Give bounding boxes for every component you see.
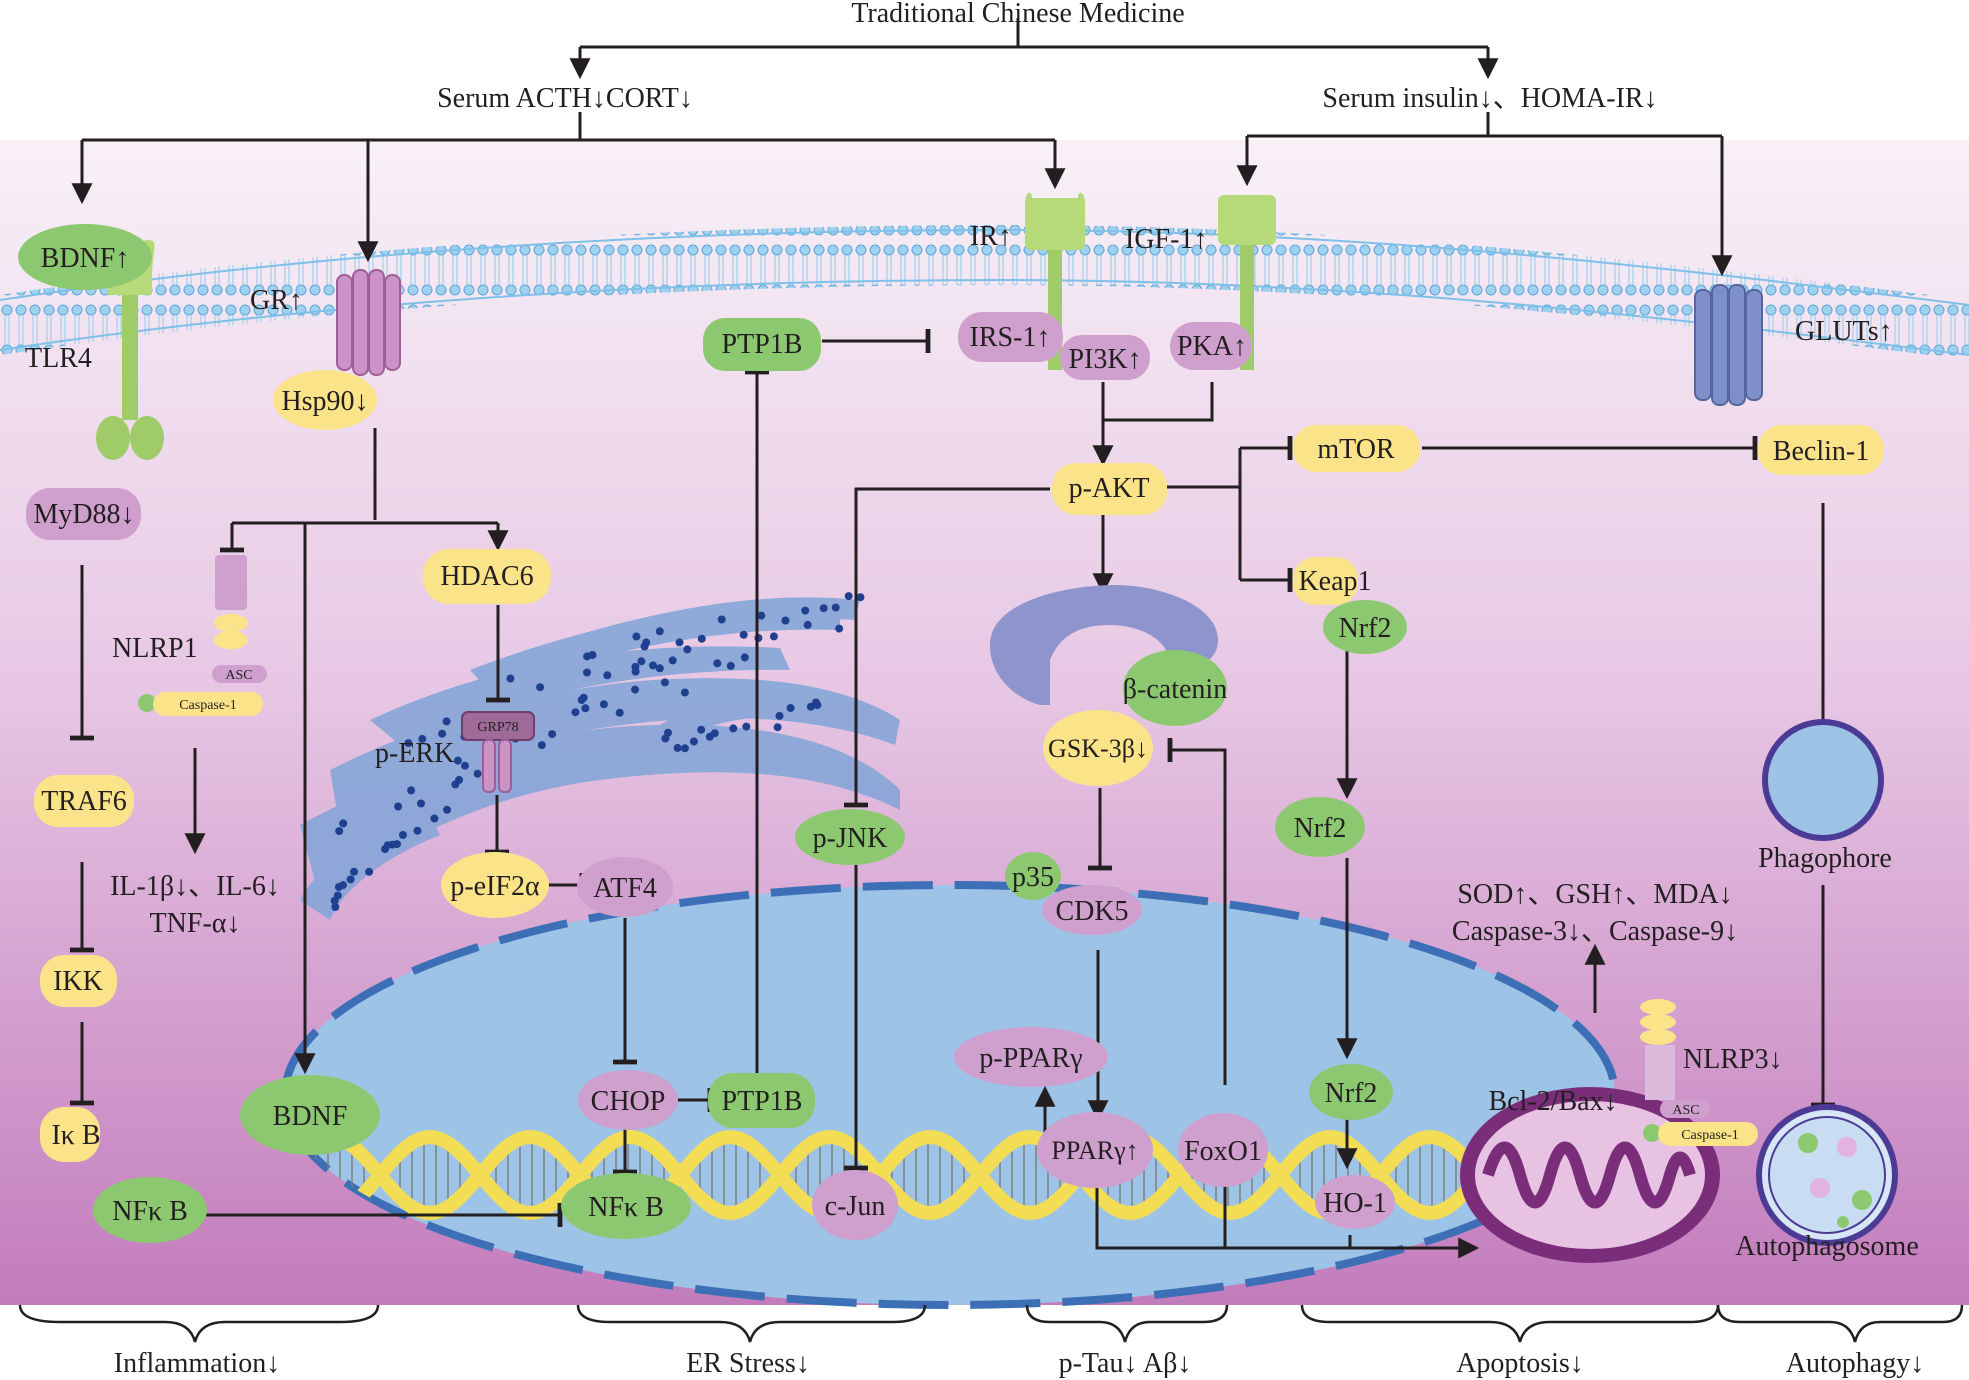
- nlrp1-label: NLRP1: [112, 633, 198, 664]
- keap1-label: Keap1: [1298, 566, 1371, 597]
- phagophore: [1762, 719, 1884, 841]
- bdnf-nuc-label: BDNF: [273, 1101, 348, 1132]
- grp78-label: GRP78: [477, 720, 518, 735]
- foxo1-label: FoxO1: [1184, 1136, 1262, 1167]
- tcm-title: Traditional Chinese Medicine: [851, 0, 1184, 29]
- autophagosome-label: Autophagosome: [1735, 1231, 1919, 1262]
- nlrp1-complex: [138, 555, 267, 716]
- pi3k-label: PI3K↑: [1068, 344, 1141, 375]
- glut-transporter: [1694, 284, 1763, 406]
- perk-label: p-ERK: [375, 738, 454, 769]
- ppar-label: PPARγ↑: [1051, 1136, 1138, 1165]
- nrf2-b-label: Nrf2: [1294, 813, 1347, 844]
- bdnf-top-label: BDNF↑: [41, 243, 130, 274]
- atf4-label: ATF4: [593, 873, 657, 904]
- outcome-ptau: p-Tau↓ Aβ↓: [1059, 1348, 1192, 1379]
- ir-label: IR↑: [970, 221, 1012, 252]
- chop-label: CHOP: [591, 1086, 666, 1117]
- nlrp3-complex: [1640, 999, 1758, 1146]
- myd88-label: MyD88↓: [33, 499, 134, 530]
- tlr4-label: TLR4: [25, 343, 92, 374]
- gr-receptor: [336, 269, 401, 376]
- phagophore-label: Phagophore: [1758, 843, 1892, 874]
- asc-mito-label: ASC: [1672, 1103, 1699, 1118]
- outcome-braces: [18, 1304, 1964, 1343]
- apoptosis-markers-line2: Caspase-3↓、Caspase-9↓: [1452, 916, 1738, 947]
- pppar-label: p-PPARγ: [979, 1043, 1082, 1074]
- ptp1b-nuc-label: PTP1B: [722, 1086, 803, 1117]
- outcome-inflammation: Inflammation↓: [114, 1348, 280, 1379]
- gluts-label: GLUTs↑: [1795, 316, 1893, 347]
- caspase1-label: Caspase-1: [179, 698, 237, 713]
- cytokines-line2: TNF-α↓: [150, 908, 241, 939]
- gsk3b-label: GSK-3β↓: [1048, 734, 1148, 763]
- grp78-receptor: [461, 711, 535, 793]
- p35-label: p35: [1012, 862, 1054, 893]
- beta-catenin-label: β-catenin: [1123, 674, 1227, 705]
- outcome-er-stress: ER Stress↓: [686, 1348, 810, 1379]
- bcl2-bax-label: Bcl-2/Bax↓: [1488, 1086, 1617, 1117]
- serum-insulin-homa: Serum insulin↓、HOMA-IR↓: [1322, 83, 1657, 114]
- ribosome-dots: [330, 592, 865, 911]
- pka-label: PKA↑: [1177, 331, 1247, 362]
- ikb-label: Iκ B: [51, 1120, 100, 1151]
- serum-acth-cort: Serum ACTH↓CORT↓: [437, 83, 693, 114]
- apoptosis-markers-line1: SOD↑、GSH↑、MDA↓: [1457, 879, 1732, 910]
- nlrp3-label: NLRP3↓: [1683, 1044, 1783, 1075]
- cjun-label: c-Jun: [825, 1191, 886, 1222]
- outcome-apoptosis: Apoptosis↓: [1456, 1348, 1584, 1379]
- destruction-complex: [990, 585, 1218, 705]
- green-nodes: [18, 224, 1407, 1243]
- beclin1-label: Beclin-1: [1773, 436, 1869, 467]
- cytokines-line1: IL-1β↓、IL-6↓: [110, 871, 280, 902]
- asc-label: ASC: [225, 668, 252, 683]
- cell-membrane: [0, 225, 1969, 360]
- traf6-label: TRAF6: [41, 786, 127, 817]
- nfkb-cyto-label: NFκ B: [112, 1196, 188, 1227]
- hdac6-label: HDAC6: [440, 561, 533, 592]
- peif2a-label: p-eIF2α: [450, 871, 540, 902]
- nrf2-a-label: Nrf2: [1339, 613, 1392, 644]
- igf1-label: IGF-1↑: [1125, 224, 1207, 255]
- autophagosome: [1756, 1104, 1898, 1246]
- pjnk-label: p-JNK: [813, 823, 888, 854]
- cdk5-label: CDK5: [1055, 896, 1128, 927]
- nrf2-c-label: Nrf2: [1325, 1078, 1378, 1109]
- purple-nodes: [26, 312, 1395, 1240]
- hsp90-label: Hsp90↓: [281, 386, 368, 417]
- nfkb-nuc-label: NFκ B: [588, 1192, 664, 1223]
- ikk-label: IKK: [53, 966, 103, 997]
- gr-label: GR↑: [250, 285, 303, 316]
- yellow-nodes: [34, 370, 1884, 1162]
- caspase1-mito-label: Caspase-1: [1681, 1128, 1739, 1143]
- ptp1b-top-label: PTP1B: [722, 329, 803, 360]
- irs1-label: IRS-1↑: [970, 322, 1051, 353]
- mtor-label: mTOR: [1317, 434, 1395, 465]
- ho1-label: HO-1: [1323, 1188, 1387, 1219]
- mitochondrion: [1460, 1087, 1720, 1263]
- pakt-label: p-AKT: [1069, 473, 1150, 504]
- outcome-autophagy: Autophagy↓: [1786, 1348, 1924, 1379]
